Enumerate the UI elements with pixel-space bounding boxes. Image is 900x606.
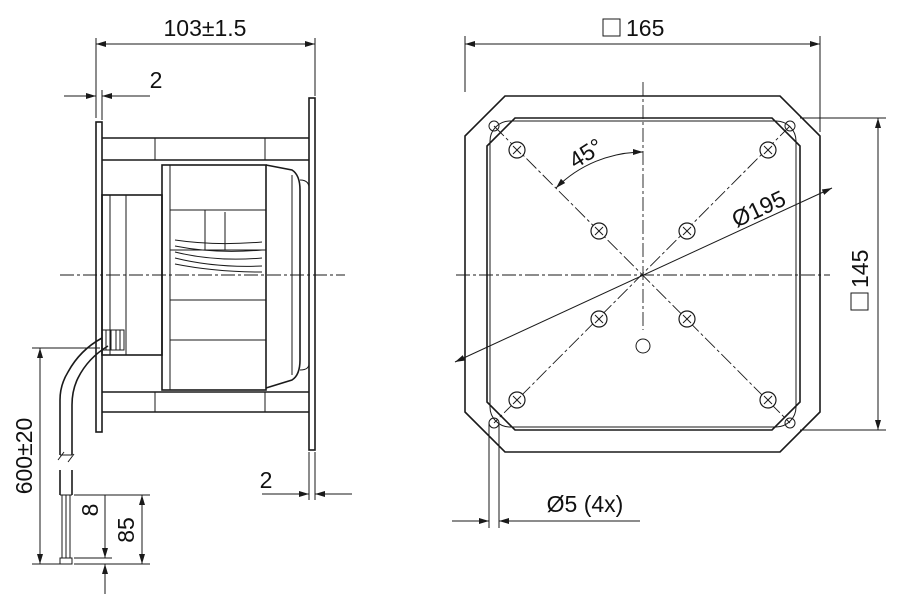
drain-hole [635,338,651,354]
dim-angle: 45° [564,133,607,173]
dim-sheath-strip: 85 [113,517,139,543]
square-symbol [602,18,621,37]
motor-hub [101,194,163,356]
dim-diameter: Ø195 [728,185,790,232]
square-symbol-2 [850,292,869,311]
dim-square-outer: 165 [626,15,664,41]
dim-holes: Ø5 (4x) [547,491,624,517]
dim-depth: 103±1.5 [164,15,247,41]
right-flange [308,97,316,451]
left-flange [95,121,103,433]
cable [57,337,109,565]
side-view: 103±1.5 2 2 600±20 85 8 [11,15,352,594]
front-view: 45° Ø195 165 145 Ø5 (4x) [452,15,886,528]
angle-arc [555,148,644,189]
dim-cable-length: 600±20 [11,418,37,495]
dim-flange-left: 2 [150,67,163,93]
dim-wire-strip: 8 [77,504,103,517]
dim-flange-right: 2 [260,467,273,493]
dim-square-holes: 145 [847,250,873,288]
housing-rails [102,137,309,413]
inlet-ring [265,164,310,389]
impeller [161,164,267,391]
diameter-line [454,187,833,363]
